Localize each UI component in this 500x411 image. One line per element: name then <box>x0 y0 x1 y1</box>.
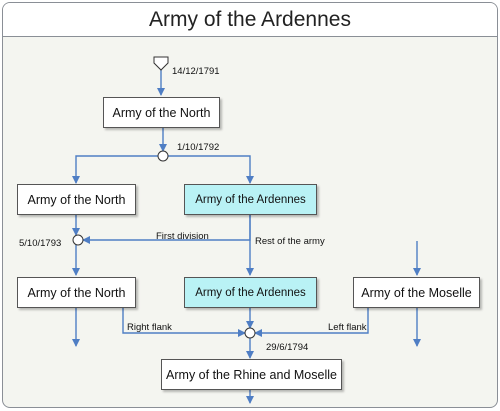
diagram-title: Army of the Ardennes <box>149 8 351 31</box>
node-rhine-moselle: Army of the Rhine and Moselle <box>161 359 342 390</box>
node-north-top: Army of the North <box>103 97 220 128</box>
node-moselle: Army of the Moselle <box>353 277 480 308</box>
start-marker <box>153 56 169 71</box>
edge-label-right-flank: Right flank <box>127 322 172 333</box>
merge-rhine-junction <box>244 327 256 339</box>
merge-north-junction <box>72 234 84 246</box>
date-start-label: 14/12/1791 <box>172 66 220 77</box>
edge-left-flank <box>254 307 369 337</box>
node-ardennes-bottom: Army of the Ardennes <box>184 277 317 308</box>
date-split-label: 1/10/1792 <box>177 142 220 153</box>
edge-label-first-division: First division <box>156 231 209 242</box>
diagram-frame: Army of the Ardennes <box>2 2 498 408</box>
edge-right-flank <box>122 307 246 337</box>
connector-layer <box>72 56 421 404</box>
edge-split-to-ardennes-mid <box>167 155 254 184</box>
node-ardennes-mid: Army of the Ardennes <box>184 184 317 215</box>
node-north-bottom: Army of the North <box>17 277 136 308</box>
split-junction <box>157 150 169 162</box>
edge-label-rest-of-army: Rest of the army <box>255 236 325 247</box>
date-merge-rhine-label: 29/6/1794 <box>266 342 309 353</box>
title-bar: Army of the Ardennes <box>3 3 497 37</box>
date-merge-north-label: 5/10/1793 <box>19 238 62 249</box>
edge-split-to-north-mid <box>72 155 159 184</box>
node-north-mid: Army of the North <box>17 184 136 215</box>
edge-label-left-flank: Left flank <box>328 322 367 333</box>
